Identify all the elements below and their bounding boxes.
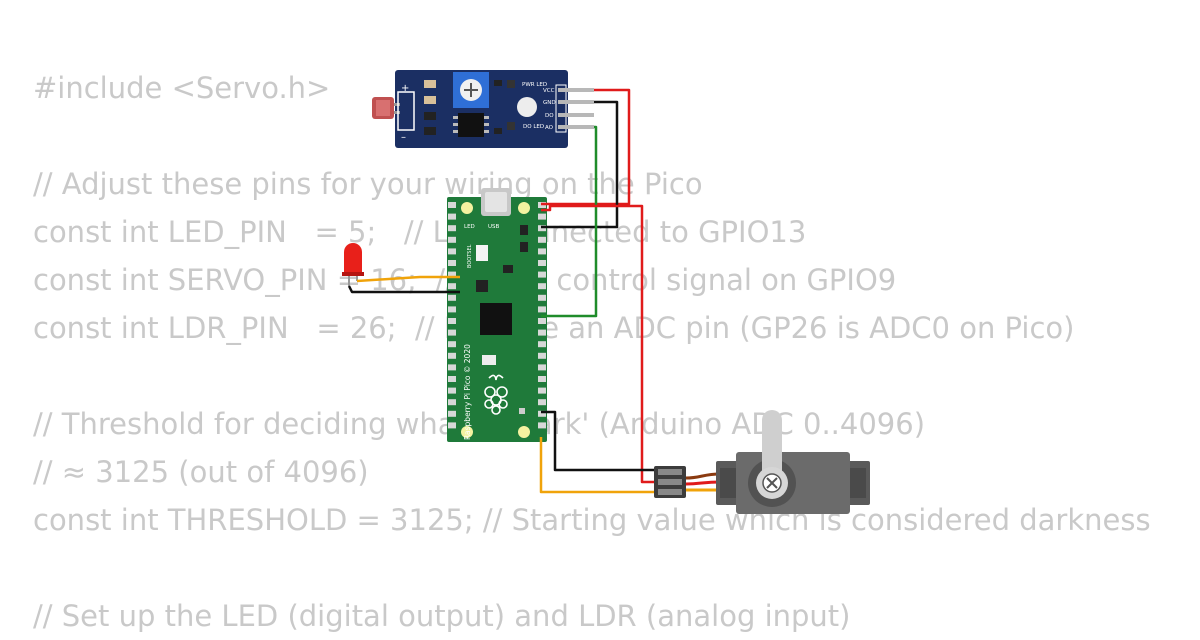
raspberry-pi-logo	[484, 374, 508, 415]
rp2040-chip	[480, 303, 512, 335]
code-line: const int LDR_PIN = 26; // Must be an AD…	[33, 311, 1075, 345]
code-line: #include <Servo.h>	[33, 71, 331, 105]
indicator-led	[517, 97, 537, 117]
gpio-pin-left	[448, 341, 456, 348]
gpio-pin-right	[538, 294, 546, 301]
wire-servo-gnd	[541, 410, 660, 472]
usb-label: USB	[488, 224, 500, 230]
gpio-pin-left	[448, 294, 456, 301]
gpio-pin-right	[538, 260, 546, 266]
gpio-pin-right	[538, 236, 546, 243]
plus-label: +	[401, 83, 409, 94]
mounting-hole	[461, 426, 473, 438]
bootsel-button	[476, 245, 488, 261]
wire-gnd	[541, 100, 619, 229]
red-led[interactable]	[342, 243, 364, 286]
gpio-pin-left	[448, 376, 456, 382]
gpio-pin-left	[448, 329, 456, 336]
gpio-pin-right	[538, 422, 546, 429]
gpio-pin-left	[448, 318, 456, 324]
pin-label-ao: AO	[545, 125, 554, 131]
gpio-pin-left	[448, 236, 456, 243]
gpio-pin-left	[448, 260, 456, 266]
wire-led-gnd	[347, 285, 460, 294]
gpio-pin-right	[538, 213, 546, 220]
gpio-pin-left	[448, 352, 456, 359]
gpio-pin-right	[538, 364, 546, 371]
gpio-pin-left	[448, 202, 456, 208]
do-led-label: DO LED	[523, 124, 544, 130]
gpio-pin-left	[448, 225, 456, 232]
gpio-pin-right	[538, 387, 546, 394]
gpio-pin-right	[538, 410, 546, 417]
comparator-chip	[458, 113, 484, 137]
pin-label-do: DO	[545, 113, 554, 119]
code-line: const int LED_PIN = 5; // LED connected …	[33, 215, 807, 249]
gpio-pin-right	[538, 306, 546, 313]
gpio-pin-right	[538, 352, 546, 359]
gpio-pin-right	[538, 399, 546, 406]
code-line: const int THRESHOLD = 3125; // Starting …	[33, 503, 1151, 537]
gpio-pin-right	[538, 376, 546, 382]
gpio-pin-left	[448, 271, 456, 278]
wire-vcc	[541, 88, 631, 206]
bootsel-label: BOOTSEL	[467, 244, 473, 268]
code-line: // Set up the LED (digital output) and L…	[33, 599, 851, 633]
mounting-hole	[461, 202, 473, 214]
gpio-pin-right	[538, 329, 546, 336]
wire-servo-vcc	[541, 204, 660, 484]
gpio-pin-right	[538, 271, 546, 278]
board-label: Raspberry Pi Pico © 2020	[463, 344, 472, 440]
wire-ao	[541, 125, 598, 318]
code-line: // ≈ 3125 (out of 4096)	[33, 455, 369, 489]
gpio-pin-left	[448, 422, 456, 429]
wire-servo-signal	[539, 437, 660, 494]
pin-label-vcc: VCC	[543, 88, 555, 94]
gpio-pin-left	[448, 410, 456, 417]
servo-motor[interactable]	[654, 410, 870, 514]
gpio-pin-left	[448, 248, 456, 255]
wires	[347, 88, 660, 494]
ldr-module[interactable]: + – PWR LED DO LED VCC GND DO AO	[372, 70, 594, 148]
gpio-pin-right	[538, 341, 546, 348]
pwr-led-label: PWR LED	[522, 82, 547, 88]
gpio-pin-right	[538, 248, 546, 255]
pin-label-gnd: GND	[543, 100, 556, 106]
gpio-pin-left	[448, 306, 456, 313]
wire-led-signal	[356, 275, 460, 283]
mounting-hole	[518, 202, 530, 214]
gpio-pin-left	[448, 213, 456, 220]
minus-label: –	[401, 132, 406, 143]
code-listing: #include <Servo.h>// Adjust these pins f…	[33, 64, 1151, 640]
gpio-pin-right	[538, 283, 546, 290]
led-label: LED	[464, 224, 475, 230]
gpio-pin-left	[448, 364, 456, 371]
pico-board[interactable]: USB LED BOOTSEL Raspberry Pi Pico © 2020	[447, 188, 547, 442]
gpio-pin-left	[448, 387, 456, 394]
gpio-pin-left	[448, 399, 456, 406]
gpio-pin-left	[448, 283, 456, 290]
mounting-hole	[518, 426, 530, 438]
gpio-pin-right	[538, 318, 546, 324]
